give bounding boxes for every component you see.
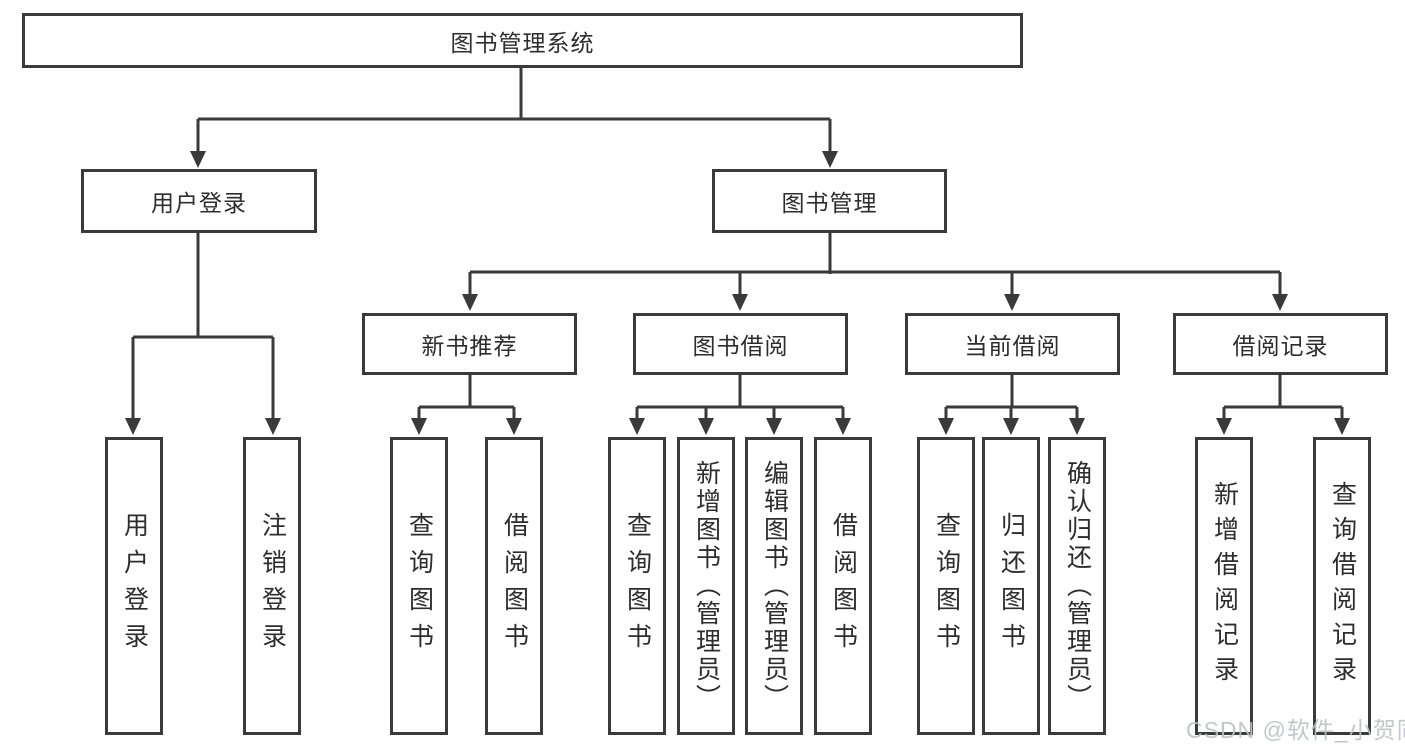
arrowhead-icon bbox=[125, 418, 281, 435]
arrowhead-icon bbox=[938, 418, 1085, 435]
node-user-login-label: 用户登录 bbox=[151, 190, 247, 216]
connector-book-borrow-group bbox=[635, 375, 845, 420]
node-root: 图书管理系统 bbox=[22, 13, 1023, 68]
connector-new-book-group bbox=[417, 375, 516, 420]
connector-borrow-record-group bbox=[1222, 375, 1344, 420]
leaf-borrow-edit-admin-label: 编辑图书（管理员） bbox=[760, 460, 789, 712]
leaf-current-query: 查询图书 bbox=[917, 437, 975, 735]
leaf-new-book-borrow: 借阅图书 bbox=[485, 437, 543, 735]
leaf-borrow-add-admin-label: 新增图书（管理员） bbox=[692, 460, 721, 712]
node-book-mgmt: 图书管理 bbox=[712, 169, 947, 233]
leaf-new-book-query: 查询图书 bbox=[390, 437, 448, 735]
node-borrow-record-label: 借阅记录 bbox=[1232, 333, 1329, 359]
leaf-logout: 注销登录 bbox=[243, 437, 301, 735]
node-user-login: 用户登录 bbox=[81, 169, 317, 233]
leaf-logout-label: 注销登录 bbox=[258, 512, 287, 660]
leaf-borrow-add-admin: 新增图书（管理员） bbox=[677, 437, 735, 735]
arrowhead-icon bbox=[1216, 418, 1350, 435]
leaf-borrow-query-label: 查询图书 bbox=[623, 512, 652, 660]
arrowhead-icon bbox=[190, 151, 838, 168]
arrowhead-icon bbox=[462, 294, 1288, 311]
leaf-record-query: 查询借阅记录 bbox=[1313, 437, 1371, 735]
leaf-new-book-query-label: 查询图书 bbox=[405, 512, 434, 660]
leaf-borrow-edit-admin: 编辑图书（管理员） bbox=[745, 437, 803, 735]
leaf-new-book-borrow-label: 借阅图书 bbox=[500, 512, 529, 660]
connector-current-borrow-group bbox=[944, 375, 1079, 420]
connector-root bbox=[196, 68, 832, 152]
connector-user-login-group bbox=[131, 233, 275, 420]
leaf-record-add: 新增借阅记录 bbox=[1195, 437, 1253, 735]
leaf-current-confirm-admin-label: 确认归还（管理员） bbox=[1063, 460, 1092, 712]
arrowhead-icon bbox=[411, 418, 522, 435]
csdn-watermark: CSDN @软件_小贺同学 bbox=[1186, 717, 1405, 743]
node-book-mgmt-label: 图书管理 bbox=[781, 190, 878, 216]
node-current-borrow-label: 当前借阅 bbox=[964, 333, 1061, 359]
leaf-borrow-borrow-label: 借阅图书 bbox=[829, 512, 858, 660]
leaf-record-add-label: 新增借阅记录 bbox=[1210, 481, 1239, 691]
leaf-user-login: 用户登录 bbox=[105, 437, 163, 735]
leaf-borrow-query: 查询图书 bbox=[608, 437, 666, 735]
leaf-current-confirm-admin: 确认归还（管理员） bbox=[1048, 437, 1106, 735]
leaf-record-query-label: 查询借阅记录 bbox=[1328, 481, 1357, 691]
leaf-borrow-borrow: 借阅图书 bbox=[814, 437, 872, 735]
node-new-book-recommend-label: 新书推荐 bbox=[421, 333, 518, 359]
node-borrow-record: 借阅记录 bbox=[1173, 313, 1388, 375]
leaf-current-return: 归还图书 bbox=[982, 437, 1040, 735]
node-root-label: 图书管理系统 bbox=[450, 29, 595, 56]
leaf-current-query-label: 查询图书 bbox=[932, 512, 961, 660]
node-new-book-recommend: 新书推荐 bbox=[362, 313, 577, 375]
connector-book-mgmt-group bbox=[468, 233, 1282, 296]
leaf-current-return-label: 归还图书 bbox=[997, 512, 1026, 660]
node-book-borrow: 图书借阅 bbox=[633, 313, 848, 375]
node-book-borrow-label: 图书借阅 bbox=[692, 333, 789, 359]
leaf-user-login-label: 用户登录 bbox=[120, 512, 149, 660]
node-current-borrow: 当前借阅 bbox=[905, 313, 1120, 375]
arrowhead-icon bbox=[629, 418, 851, 435]
